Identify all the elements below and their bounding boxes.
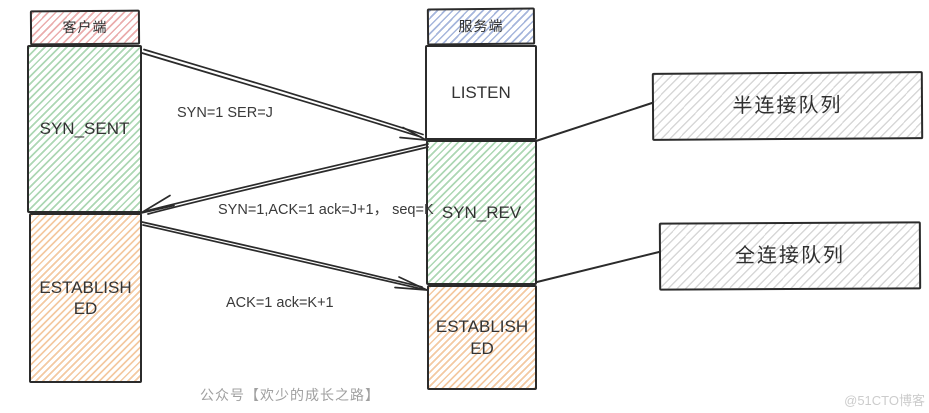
client-state-established: ESTABLISHED bbox=[29, 213, 142, 383]
server-state-established: ESTABLISHED bbox=[427, 285, 537, 390]
server-title-label: 服务端 bbox=[458, 17, 504, 34]
message-label-syn: SYN=1 SER=J bbox=[177, 105, 273, 121]
message-label-synack: SYN=1,ACK=1 ack=J+1， seq=K bbox=[218, 202, 434, 218]
server-header: 服务端 bbox=[426, 7, 536, 46]
half-connection-queue-box: 半连接队列 bbox=[651, 71, 924, 141]
client-header: 客户端 bbox=[29, 9, 141, 46]
syn-arrow bbox=[141, 48, 427, 141]
half-connection-queue-label: 半连接队列 bbox=[732, 94, 843, 117]
client-established-label: ESTABLISHED bbox=[39, 277, 132, 318]
client-state-syn-sent: SYN_SENT bbox=[27, 45, 142, 213]
server-established-label: ESTABLISHED bbox=[435, 317, 529, 358]
half-queue-connector bbox=[535, 102, 653, 142]
full-connection-queue-label: 全连接队列 bbox=[734, 244, 846, 267]
client-syn-sent-label: SYN_SENT bbox=[39, 119, 130, 139]
client-title-label: 客户端 bbox=[62, 18, 108, 35]
server-state-listen: LISTEN bbox=[425, 45, 537, 140]
watermark: @51CTO博客 bbox=[844, 393, 925, 408]
full-queue-connector bbox=[536, 251, 660, 283]
server-listen-label: LISTEN bbox=[451, 82, 511, 102]
ack-arrow bbox=[141, 221, 428, 291]
full-connection-queue-box: 全连接队列 bbox=[658, 221, 922, 291]
footer-caption: 公众号【欢少的成长之路】 bbox=[200, 387, 380, 403]
server-state-syn-rev: SYN_REV bbox=[426, 140, 537, 285]
server-syn-rev-label: SYN_REV bbox=[441, 202, 522, 222]
message-label-ack: ACK=1 ack=K+1 bbox=[226, 295, 334, 311]
